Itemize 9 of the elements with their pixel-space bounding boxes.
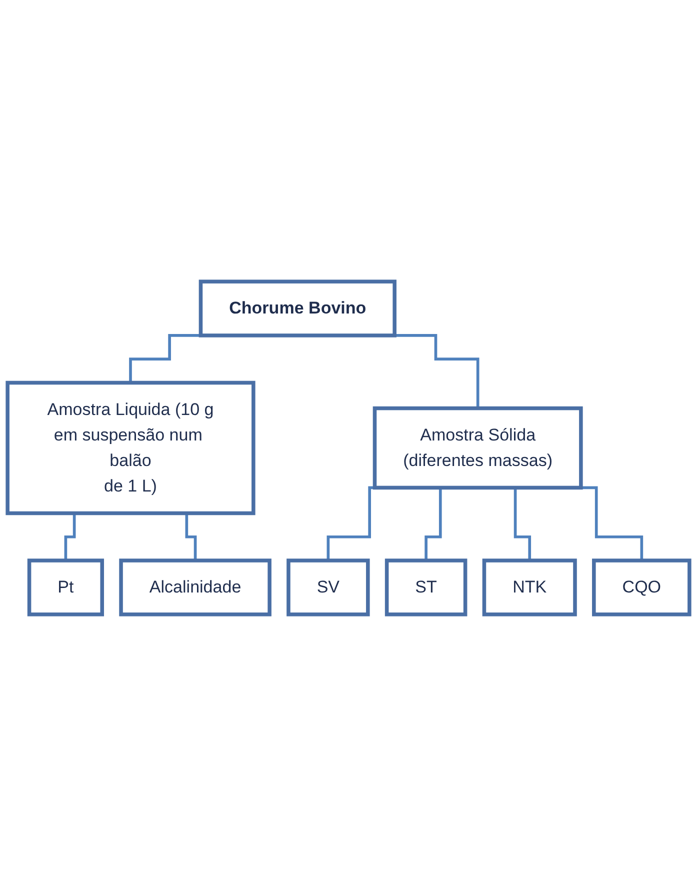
- node-box: NTK: [482, 558, 577, 616]
- node-box: CQO: [592, 558, 692, 616]
- node-box: Amostra Sólida (diferentes massas): [372, 406, 583, 490]
- node-box: Alcalinidade: [119, 558, 272, 616]
- node-box: Pt: [27, 558, 104, 616]
- node-box: SV: [286, 558, 370, 616]
- node-box: ST: [384, 558, 468, 616]
- node-box: Chorume Bovino: [198, 280, 396, 338]
- node-box: Amostra Liquida (10 g em suspensão num balão de 1 L): [6, 380, 256, 516]
